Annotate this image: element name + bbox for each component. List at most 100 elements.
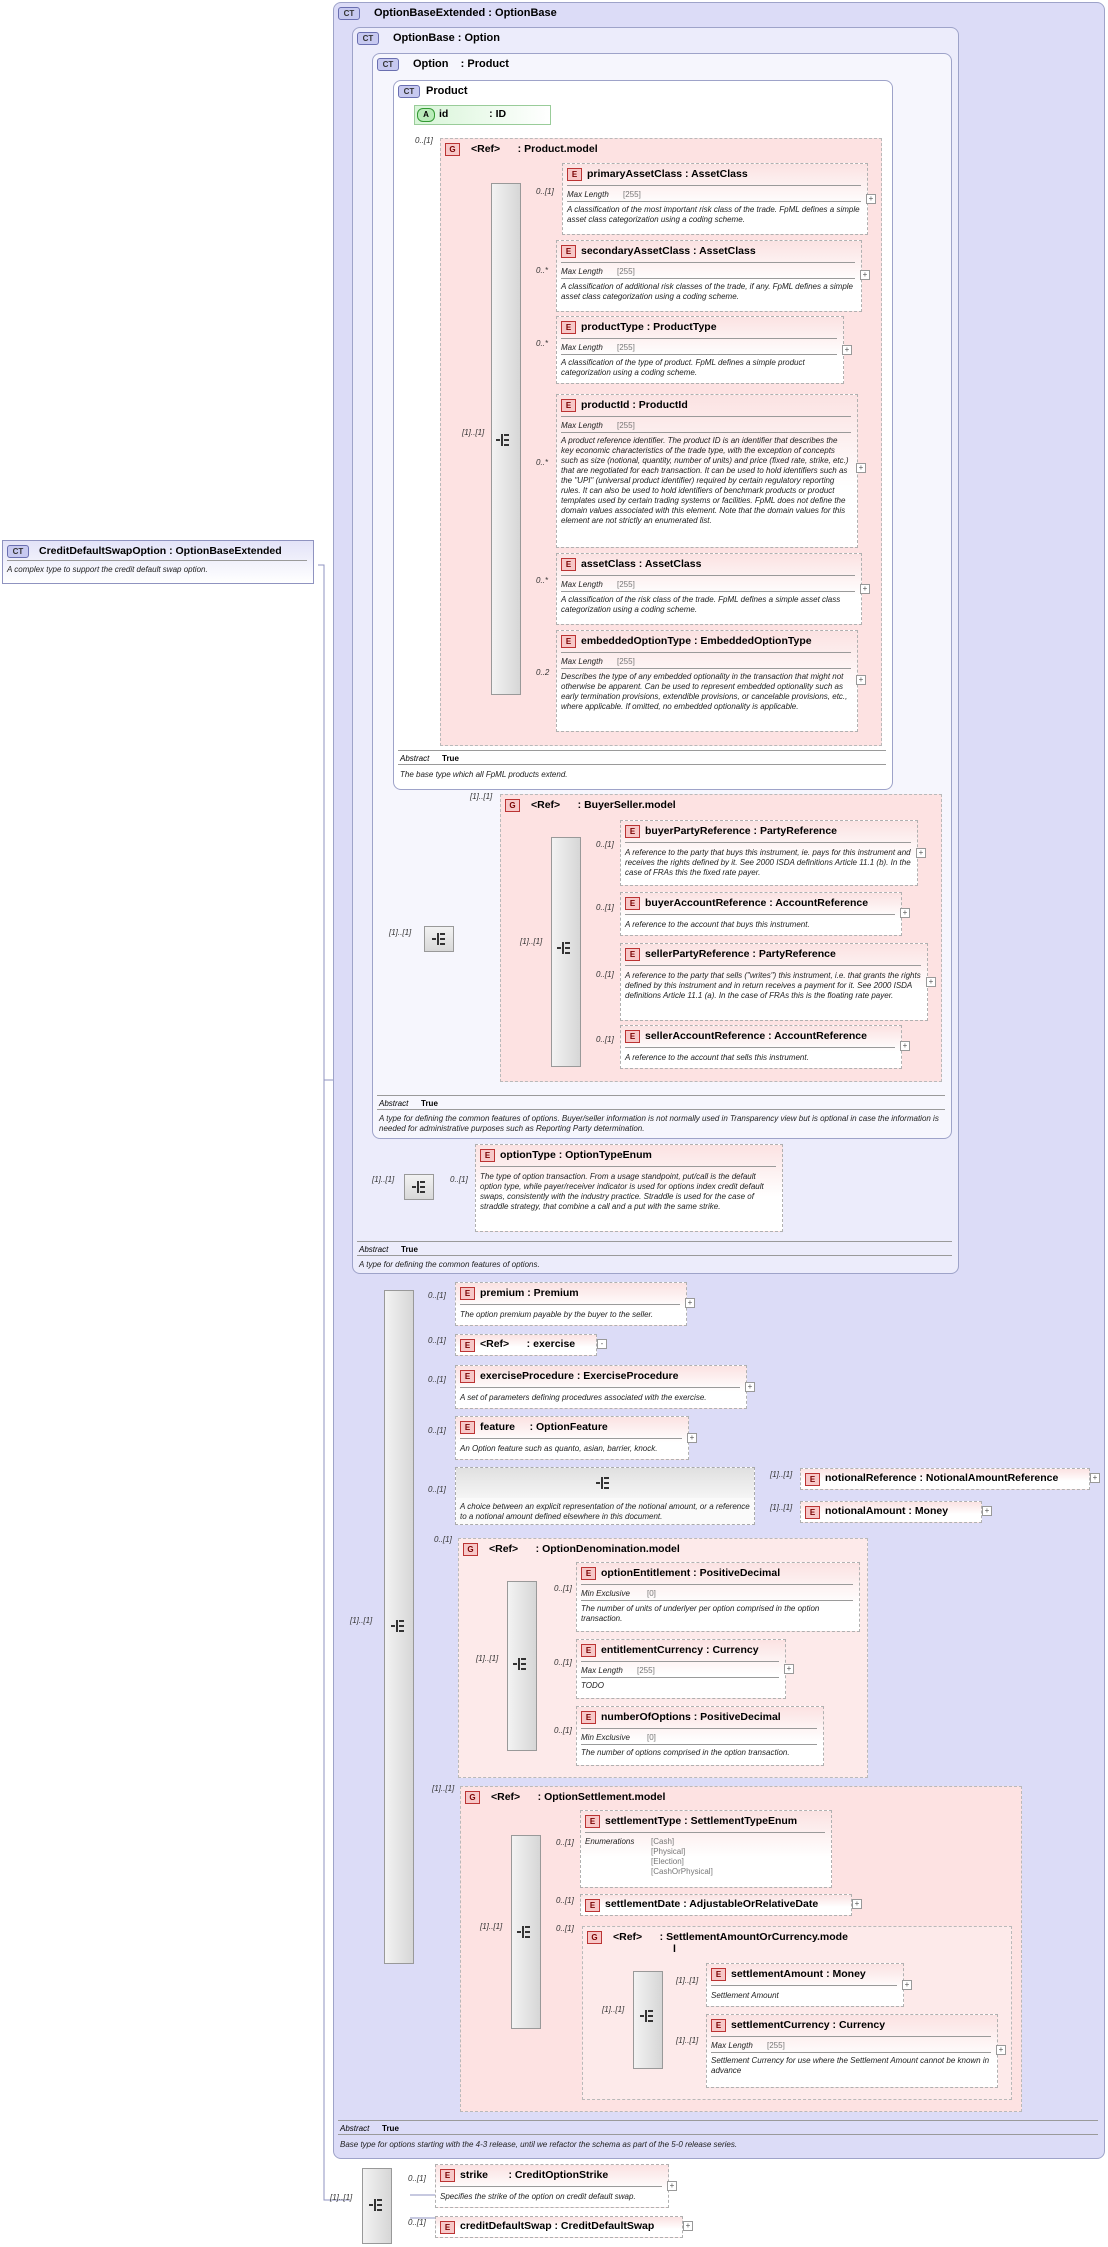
expand-icon[interactable]: +: [982, 1506, 992, 1516]
expand-icon[interactable]: +: [926, 977, 936, 987]
expand-icon[interactable]: +: [842, 345, 852, 355]
expand-icon[interactable]: +: [996, 2045, 1006, 2055]
element-description: A classification of the risk class of th…: [561, 595, 841, 614]
group-icon: G: [463, 1543, 478, 1556]
element-icon: E: [805, 1506, 820, 1519]
element-name: embeddedOptionType : EmbeddedOptionType: [581, 635, 812, 647]
expand-icon[interactable]: +: [916, 848, 926, 858]
product-type-element[interactable]: E productType : ProductType Max Length […: [556, 316, 844, 384]
amount-or-currency-title: <Ref> : SettlementAmountOrCurrency.mode: [613, 1931, 848, 1943]
denomination-sequence-bar: [507, 1581, 537, 1751]
element-icon: E: [585, 1899, 600, 1912]
buyer-seller-sequence-bar: [551, 837, 581, 1067]
element-separator-2: [561, 432, 851, 433]
primary-asset-class-element[interactable]: E primaryAssetClass : AssetClass Max Len…: [562, 163, 868, 235]
element-name: exerciseProcedure : ExerciseProcedure: [480, 1370, 679, 1382]
settlement-seq-card: [1]..[1]: [480, 1922, 503, 1931]
expand-icon[interactable]: +: [1090, 1473, 1100, 1483]
choice-description: A choice between an explicit representat…: [460, 1502, 750, 1521]
element-separator: [581, 1584, 853, 1585]
sequence-box[interactable]: [424, 926, 454, 952]
settlement-currency-element[interactable]: E settlementCurrency : Currency Max Leng…: [706, 2014, 998, 2088]
expand-icon[interactable]: +: [852, 1899, 862, 1909]
expand-icon[interactable]: +: [860, 270, 870, 280]
cds-sequence-bar: [362, 2168, 392, 2244]
element-description: A product reference identifier. The prod…: [561, 436, 849, 525]
ob-separator-2: [357, 1255, 952, 1256]
expand-icon[interactable]: +: [900, 908, 910, 918]
expand-icon[interactable]: +: [902, 1980, 912, 1990]
element-name: sellerPartyReference : PartyReference: [645, 948, 836, 960]
seller-party-reference-element[interactable]: E sellerPartyReference : PartyReference …: [620, 943, 928, 1021]
element-icon: E: [581, 1711, 596, 1724]
expand-icon[interactable]: +: [784, 1664, 794, 1674]
expand-icon[interactable]: +: [860, 584, 870, 594]
element-separator: [625, 1047, 895, 1048]
expand-icon[interactable]: -: [597, 1339, 607, 1349]
buyer-party-reference-element[interactable]: E buyerPartyReference : PartyReference A…: [620, 820, 918, 886]
obe-abstract-label: Abstract: [340, 2124, 370, 2133]
expand-icon[interactable]: +: [866, 194, 876, 204]
element-icon: E: [561, 635, 576, 648]
buyer-account-reference-element[interactable]: E buyerAccountReference : AccountReferen…: [620, 892, 902, 936]
option-type-element[interactable]: E optionType : OptionTypeEnum The type o…: [475, 1144, 783, 1232]
element-separator: [460, 1387, 740, 1388]
number-of-options-element[interactable]: E numberOfOptions : PositiveDecimal Min …: [576, 1706, 824, 1766]
ob-abstract-label: Abstract: [359, 1245, 389, 1254]
expand-icon[interactable]: +: [856, 675, 866, 685]
asset-class-element[interactable]: E assetClass : AssetClass Max Length [25…: [556, 553, 862, 625]
obe-abstract-value: True: [382, 2124, 399, 2133]
notional-amount-element[interactable]: E notionalAmount : Money: [800, 1501, 982, 1523]
obe-separator-2: [338, 2134, 1098, 2135]
element-description: TODO: [581, 1681, 604, 1690]
element-icon: E: [625, 948, 640, 961]
exercise-procedure-element[interactable]: E exerciseProcedure : ExerciseProcedure …: [455, 1365, 747, 1409]
facet-label: Max Length: [561, 580, 603, 589]
notional-reference-element[interactable]: E notionalReference : NotionalAmountRefe…: [800, 1468, 1090, 1490]
credit-default-swap-option-box[interactable]: CT CreditDefaultSwapOption : OptionBaseE…: [2, 540, 314, 584]
expand-icon[interactable]: +: [856, 463, 866, 473]
product-id-element[interactable]: E productId : ProductId Max Length [255]…: [556, 394, 858, 548]
element-name: buyerPartyReference : PartyReference: [645, 825, 838, 837]
element-icon: E: [480, 1149, 495, 1162]
settlement-date-element[interactable]: E settlementDate : AdjustableOrRelativeD…: [580, 1894, 852, 1916]
seller-account-reference-element[interactable]: E sellerAccountReference : AccountRefere…: [620, 1025, 902, 1069]
prod-separator-2: [398, 764, 886, 765]
embedded-option-type-element[interactable]: E embeddedOptionType : EmbeddedOptionTyp…: [556, 630, 858, 732]
expand-icon[interactable]: +: [745, 1382, 755, 1392]
seller-account-card: 0..[1]: [596, 1035, 614, 1044]
expand-icon[interactable]: +: [900, 1041, 910, 1051]
exercise-element[interactable]: E <Ref> : exercise: [455, 1334, 597, 1356]
expand-icon[interactable]: +: [685, 1298, 695, 1308]
entitlement-currency-element[interactable]: E entitlementCurrency : Currency Max Len…: [576, 1639, 786, 1699]
expand-icon[interactable]: +: [683, 2221, 693, 2231]
credit-default-swap-card: 0..[1]: [408, 2218, 426, 2227]
element-separator-2: [561, 278, 855, 279]
sequence-box[interactable]: [404, 1174, 434, 1200]
element-icon: E: [440, 2221, 455, 2234]
facet-label: Min Exclusive: [581, 1733, 630, 1742]
attribute-id[interactable]: A id : ID: [414, 105, 551, 125]
embedded-option-type-card: 0..2: [536, 668, 550, 677]
settlement-amount-element[interactable]: E settlementAmount : Money Settlement Am…: [706, 1963, 904, 2007]
sequence-icon: [391, 1620, 404, 1632]
entitlement-currency-card: 0..[1]: [554, 1658, 572, 1667]
root-description: A complex type to support the credit def…: [7, 565, 208, 574]
credit-default-swap-element[interactable]: E creditDefaultSwap : CreditDefaultSwap: [435, 2216, 683, 2238]
element-icon: E: [625, 897, 640, 910]
element-icon: E: [460, 1287, 475, 1300]
ob-title: OptionBase : Option: [393, 32, 500, 44]
prod-title: Product: [426, 85, 468, 97]
strike-element[interactable]: E strike : CreditOptionStrike Specifies …: [435, 2164, 669, 2208]
expand-icon[interactable]: +: [687, 1433, 697, 1443]
expand-icon[interactable]: +: [667, 2181, 677, 2191]
settlement-type-element[interactable]: E settlementType : SettlementTypeEnum En…: [580, 1810, 832, 1888]
option-entitlement-element[interactable]: E optionEntitlement : PositiveDecimal Mi…: [576, 1562, 860, 1632]
premium-element[interactable]: E premium : Premium The option premium p…: [455, 1282, 687, 1326]
secondary-asset-class-element[interactable]: E secondaryAssetClass : AssetClass Max L…: [556, 240, 862, 312]
choice-box[interactable]: A choice between an explicit representat…: [455, 1467, 755, 1525]
feature-element[interactable]: E feature : OptionFeature An Option feat…: [455, 1416, 689, 1460]
settlement-currency-card: [1]..[1]: [676, 2036, 699, 2045]
product-type-card: 0..*: [536, 339, 549, 348]
complex-type-icon: CT: [398, 85, 420, 98]
